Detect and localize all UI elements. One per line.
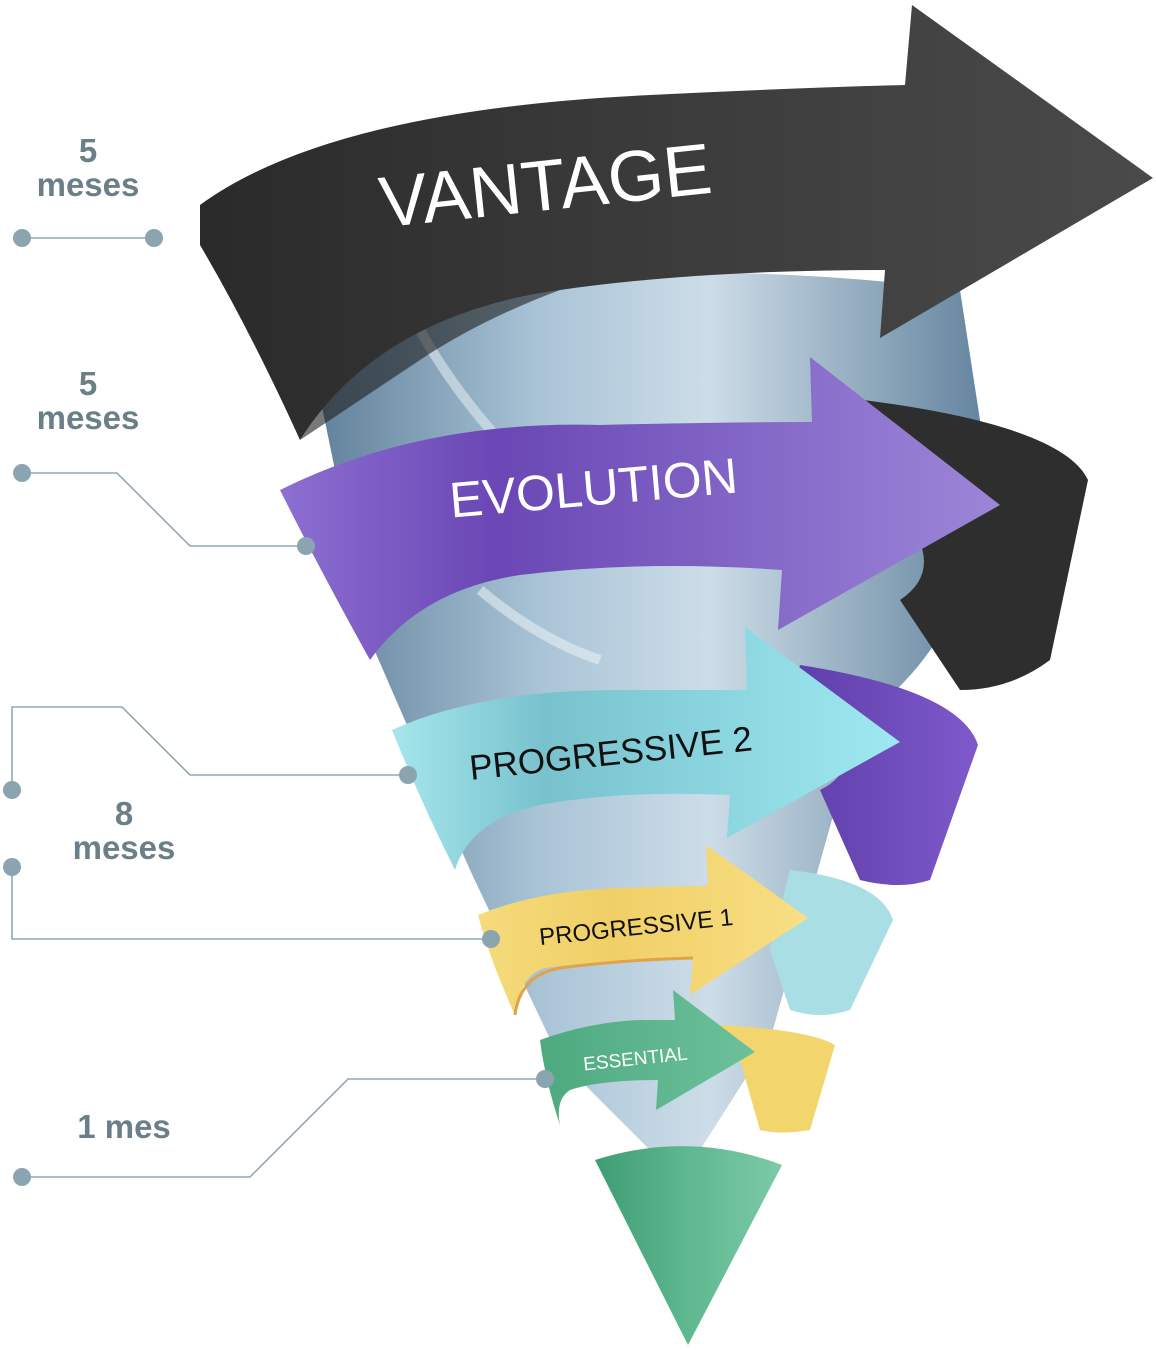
leader-dot xyxy=(297,537,315,555)
leader-lines xyxy=(3,229,554,1186)
leader-dot xyxy=(13,464,31,482)
duration-vantage-unit: meses xyxy=(37,166,140,203)
leader-dot xyxy=(536,1070,554,1088)
progressive2-band: PROGRESSIVE 2 xyxy=(392,627,900,870)
leader-dot xyxy=(399,766,417,784)
progressive1-band: PROGRESSIVE 1 xyxy=(478,845,808,1016)
duration-evolution-number: 5 xyxy=(79,365,97,402)
duration-labels: 5 meses 5 meses 8 meses 1 mes xyxy=(37,132,176,1145)
duration-evolution-unit: meses xyxy=(37,399,140,436)
duration-progressive-number: 8 xyxy=(115,795,133,832)
duration-progressive-unit: meses xyxy=(73,829,176,866)
duration-vantage-number: 5 xyxy=(79,132,97,169)
leader-dot xyxy=(13,229,31,247)
tip-cone xyxy=(595,1146,782,1345)
essential-band: ESSENTIAL xyxy=(540,990,755,1125)
leader-dot xyxy=(13,1168,31,1186)
leader-dot xyxy=(3,858,21,876)
duration-essential: 1 mes xyxy=(77,1108,171,1145)
leader-dot xyxy=(3,781,21,799)
leader-dot xyxy=(482,930,500,948)
progressive2-band-back xyxy=(770,870,893,1015)
evolution-band: EVOLUTION xyxy=(280,357,1000,660)
vantage-band: VANTAGE xyxy=(200,5,1153,440)
leader-dot xyxy=(145,229,163,247)
